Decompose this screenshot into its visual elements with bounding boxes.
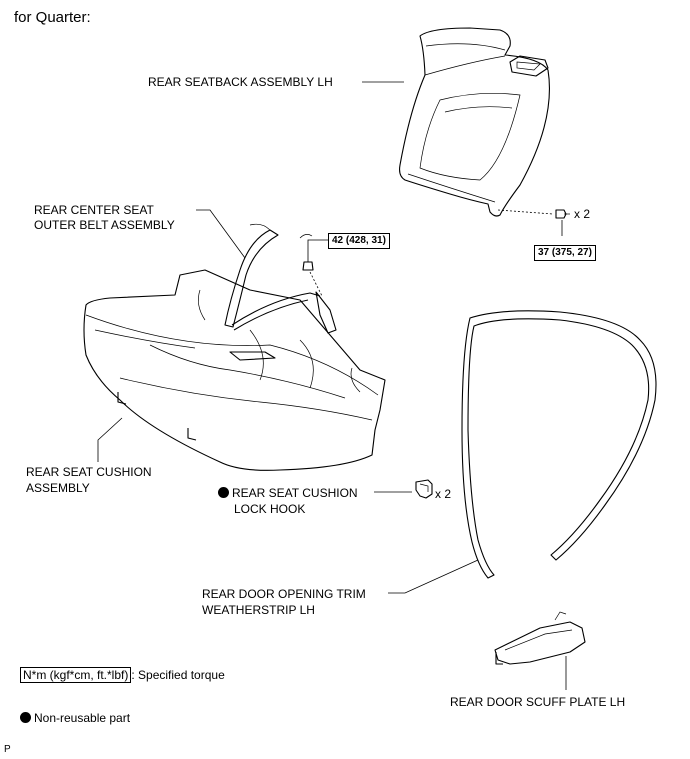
label-weatherstrip-line2: WEATHERSTRIP LH bbox=[202, 603, 315, 617]
legend-nonreusable: Non-reusable part bbox=[20, 711, 130, 726]
legend-torque: N*m (kgf*cm, ft.*lbf): Specified torque bbox=[20, 667, 225, 683]
leader-belt bbox=[196, 209, 246, 259]
qty-lock-hook: x 2 bbox=[435, 487, 452, 501]
label-cushion-line2: ASSEMBLY bbox=[26, 481, 90, 495]
label-belt-line2: OUTER BELT ASSEMBLY bbox=[34, 218, 175, 232]
label-hook-line1: REAR SEAT CUSHION bbox=[218, 486, 358, 501]
torque-belt: 42 (428, 31) bbox=[328, 233, 390, 249]
footer-code: P bbox=[4, 744, 11, 755]
legend-torque-text: : Specified torque bbox=[131, 668, 225, 682]
label-cushion-line1: REAR SEAT CUSHION bbox=[26, 465, 152, 479]
label-rear-seatback-assembly: REAR SEATBACK ASSEMBLY LH bbox=[148, 75, 333, 89]
leader-cushion bbox=[97, 417, 123, 462]
scuff-plate-drawing bbox=[494, 611, 586, 665]
belt-bolt-drawing bbox=[302, 261, 323, 297]
label-belt-line1: REAR CENTER SEAT bbox=[34, 203, 154, 217]
label-weatherstrip-line1: REAR DOOR OPENING TRIM bbox=[202, 587, 366, 601]
torque-seatback: 37 (375, 27) bbox=[534, 245, 596, 261]
belt-assembly-drawing bbox=[224, 223, 337, 334]
rear-seatback-drawing bbox=[399, 27, 550, 217]
nonreusable-dot-icon bbox=[218, 487, 229, 498]
legend-dot-icon bbox=[20, 712, 31, 723]
qty-seatback-bolt: x 2 bbox=[574, 207, 591, 221]
legend-torque-box: N*m (kgf*cm, ft.*lbf) bbox=[20, 667, 132, 683]
seatback-bolt-drawing bbox=[555, 209, 570, 219]
seat-cushion-drawing bbox=[83, 269, 386, 471]
label-scuff-plate: REAR DOOR SCUFF PLATE LH bbox=[450, 695, 626, 709]
page-heading: for Quarter: bbox=[14, 9, 91, 26]
lock-hook-drawing bbox=[415, 479, 433, 499]
label-hook-line2: LOCK HOOK bbox=[234, 502, 306, 516]
weatherstrip-drawing bbox=[461, 310, 657, 579]
leader-weatherstrip bbox=[388, 559, 479, 594]
